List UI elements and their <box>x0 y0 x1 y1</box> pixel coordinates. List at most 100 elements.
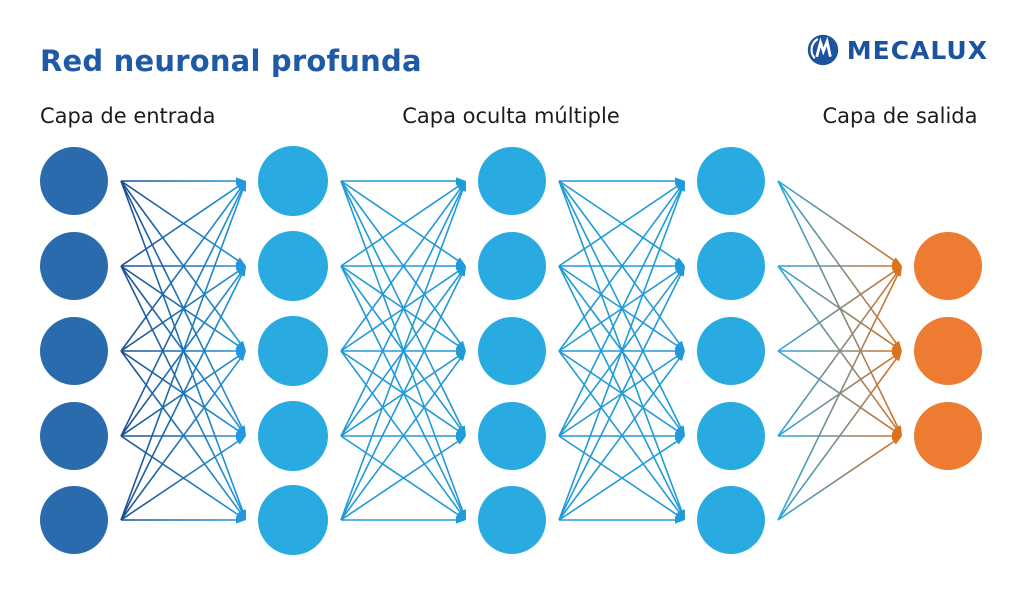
label-output-layer: Capa de salida <box>822 104 978 128</box>
mecalux-logo-icon <box>807 34 838 66</box>
connection-arrow <box>777 440 896 521</box>
connection-arrow <box>558 270 679 352</box>
connection-arrow <box>558 180 683 513</box>
page-title: Red neuronal profunda <box>40 44 422 78</box>
connection-arrow <box>340 188 464 521</box>
connection-arrow <box>120 180 243 429</box>
arrow-head <box>239 181 246 192</box>
arrow-head <box>236 516 246 524</box>
mecalux-logo: MECALUX <box>806 33 988 67</box>
arrow-head <box>459 181 466 192</box>
input-layer-node <box>40 402 108 470</box>
connection-arrow <box>558 357 681 521</box>
connection-arrow <box>558 435 679 516</box>
input-layer-node <box>40 486 108 554</box>
hidden-layer-1-node <box>258 231 328 301</box>
arrow-head <box>235 436 246 445</box>
arrow-head <box>677 266 685 277</box>
arrow-head <box>456 262 466 270</box>
connection-arrow <box>340 357 462 521</box>
connection-arrow <box>340 187 462 352</box>
connection-arrow <box>340 265 462 430</box>
arrow-head <box>458 266 466 277</box>
connection-arrow <box>120 265 240 347</box>
arrow-head <box>892 262 902 270</box>
hidden-layer-2-node <box>478 317 546 385</box>
connection-arrow <box>120 188 243 437</box>
arrow-head <box>676 351 685 362</box>
connection-arrow <box>340 270 460 352</box>
connection-arrow <box>558 188 683 521</box>
connection-arrow <box>558 180 682 429</box>
hidden-layer-1-node <box>258 485 328 555</box>
connection-arrow <box>777 355 896 437</box>
connection-arrow <box>340 180 460 262</box>
arrow-head <box>678 181 685 192</box>
arrow-head <box>675 432 685 440</box>
output-layer-node <box>914 232 982 300</box>
arrow-head <box>894 266 902 277</box>
connection-arrow <box>120 265 242 430</box>
arrow-head <box>236 177 246 185</box>
arrow-head <box>892 432 902 440</box>
hidden-layer-3-node <box>697 317 765 385</box>
arrow-head <box>675 262 685 270</box>
arrow-head <box>675 177 685 185</box>
arrow-head <box>674 436 685 445</box>
connection-arrow <box>340 185 460 267</box>
connection-arrow <box>120 180 244 513</box>
arrow-head <box>892 347 902 355</box>
connection-arrow <box>777 350 896 432</box>
hidden-layer-3-node <box>697 402 765 470</box>
hidden-layer-1-node <box>258 146 328 216</box>
connection-arrow <box>340 180 463 429</box>
arrow-head <box>457 351 466 362</box>
arrow-head <box>456 177 466 185</box>
arrow-head <box>236 262 246 270</box>
connection-arrow <box>340 350 460 432</box>
connection-arrow <box>120 187 242 352</box>
connection-arrow <box>340 180 462 345</box>
input-layer-node <box>40 232 108 300</box>
connection-arrow <box>340 265 460 347</box>
mecalux-wordmark: MECALUX <box>846 35 988 65</box>
connection-arrow <box>120 185 240 267</box>
output-layer-node <box>914 402 982 470</box>
arrow-head <box>675 516 685 524</box>
connection-arrow <box>777 270 896 352</box>
hidden-layer-3-node <box>697 232 765 300</box>
connection-arrow <box>777 180 896 262</box>
arrow-head <box>891 436 902 445</box>
arrow-head <box>455 436 466 445</box>
hidden-layer-1-node <box>258 401 328 471</box>
label-input-layer: Capa de entrada <box>40 104 216 128</box>
connection-arrow <box>558 265 682 513</box>
label-hidden-layer: Capa oculta múltiple <box>402 104 620 128</box>
connection-arrow <box>558 180 681 345</box>
connection-arrow <box>120 270 240 352</box>
connection-arrow <box>558 265 681 430</box>
connection-arrow <box>558 355 679 437</box>
connection-arrow <box>340 188 463 437</box>
hidden-layer-2-node <box>478 486 546 554</box>
connection-arrow <box>777 265 896 347</box>
connection-arrow <box>558 185 679 267</box>
arrow-head <box>236 347 246 355</box>
arrow-head <box>236 432 246 440</box>
connection-arrow <box>120 350 242 514</box>
connection-arrow <box>120 435 240 516</box>
connection-arrow <box>558 188 682 437</box>
connection-arrow <box>120 440 240 521</box>
connection-arrow <box>340 350 462 514</box>
connection-arrow <box>120 355 240 437</box>
connection-arrow <box>340 265 463 513</box>
connection-arrow <box>558 273 682 521</box>
connection-arrow <box>120 180 242 345</box>
connection-arrow <box>558 350 681 514</box>
connection-arrow <box>120 265 243 513</box>
connection-arrow <box>120 272 242 437</box>
connection-arrow <box>340 272 462 437</box>
hidden-layer-1-node <box>258 316 328 386</box>
